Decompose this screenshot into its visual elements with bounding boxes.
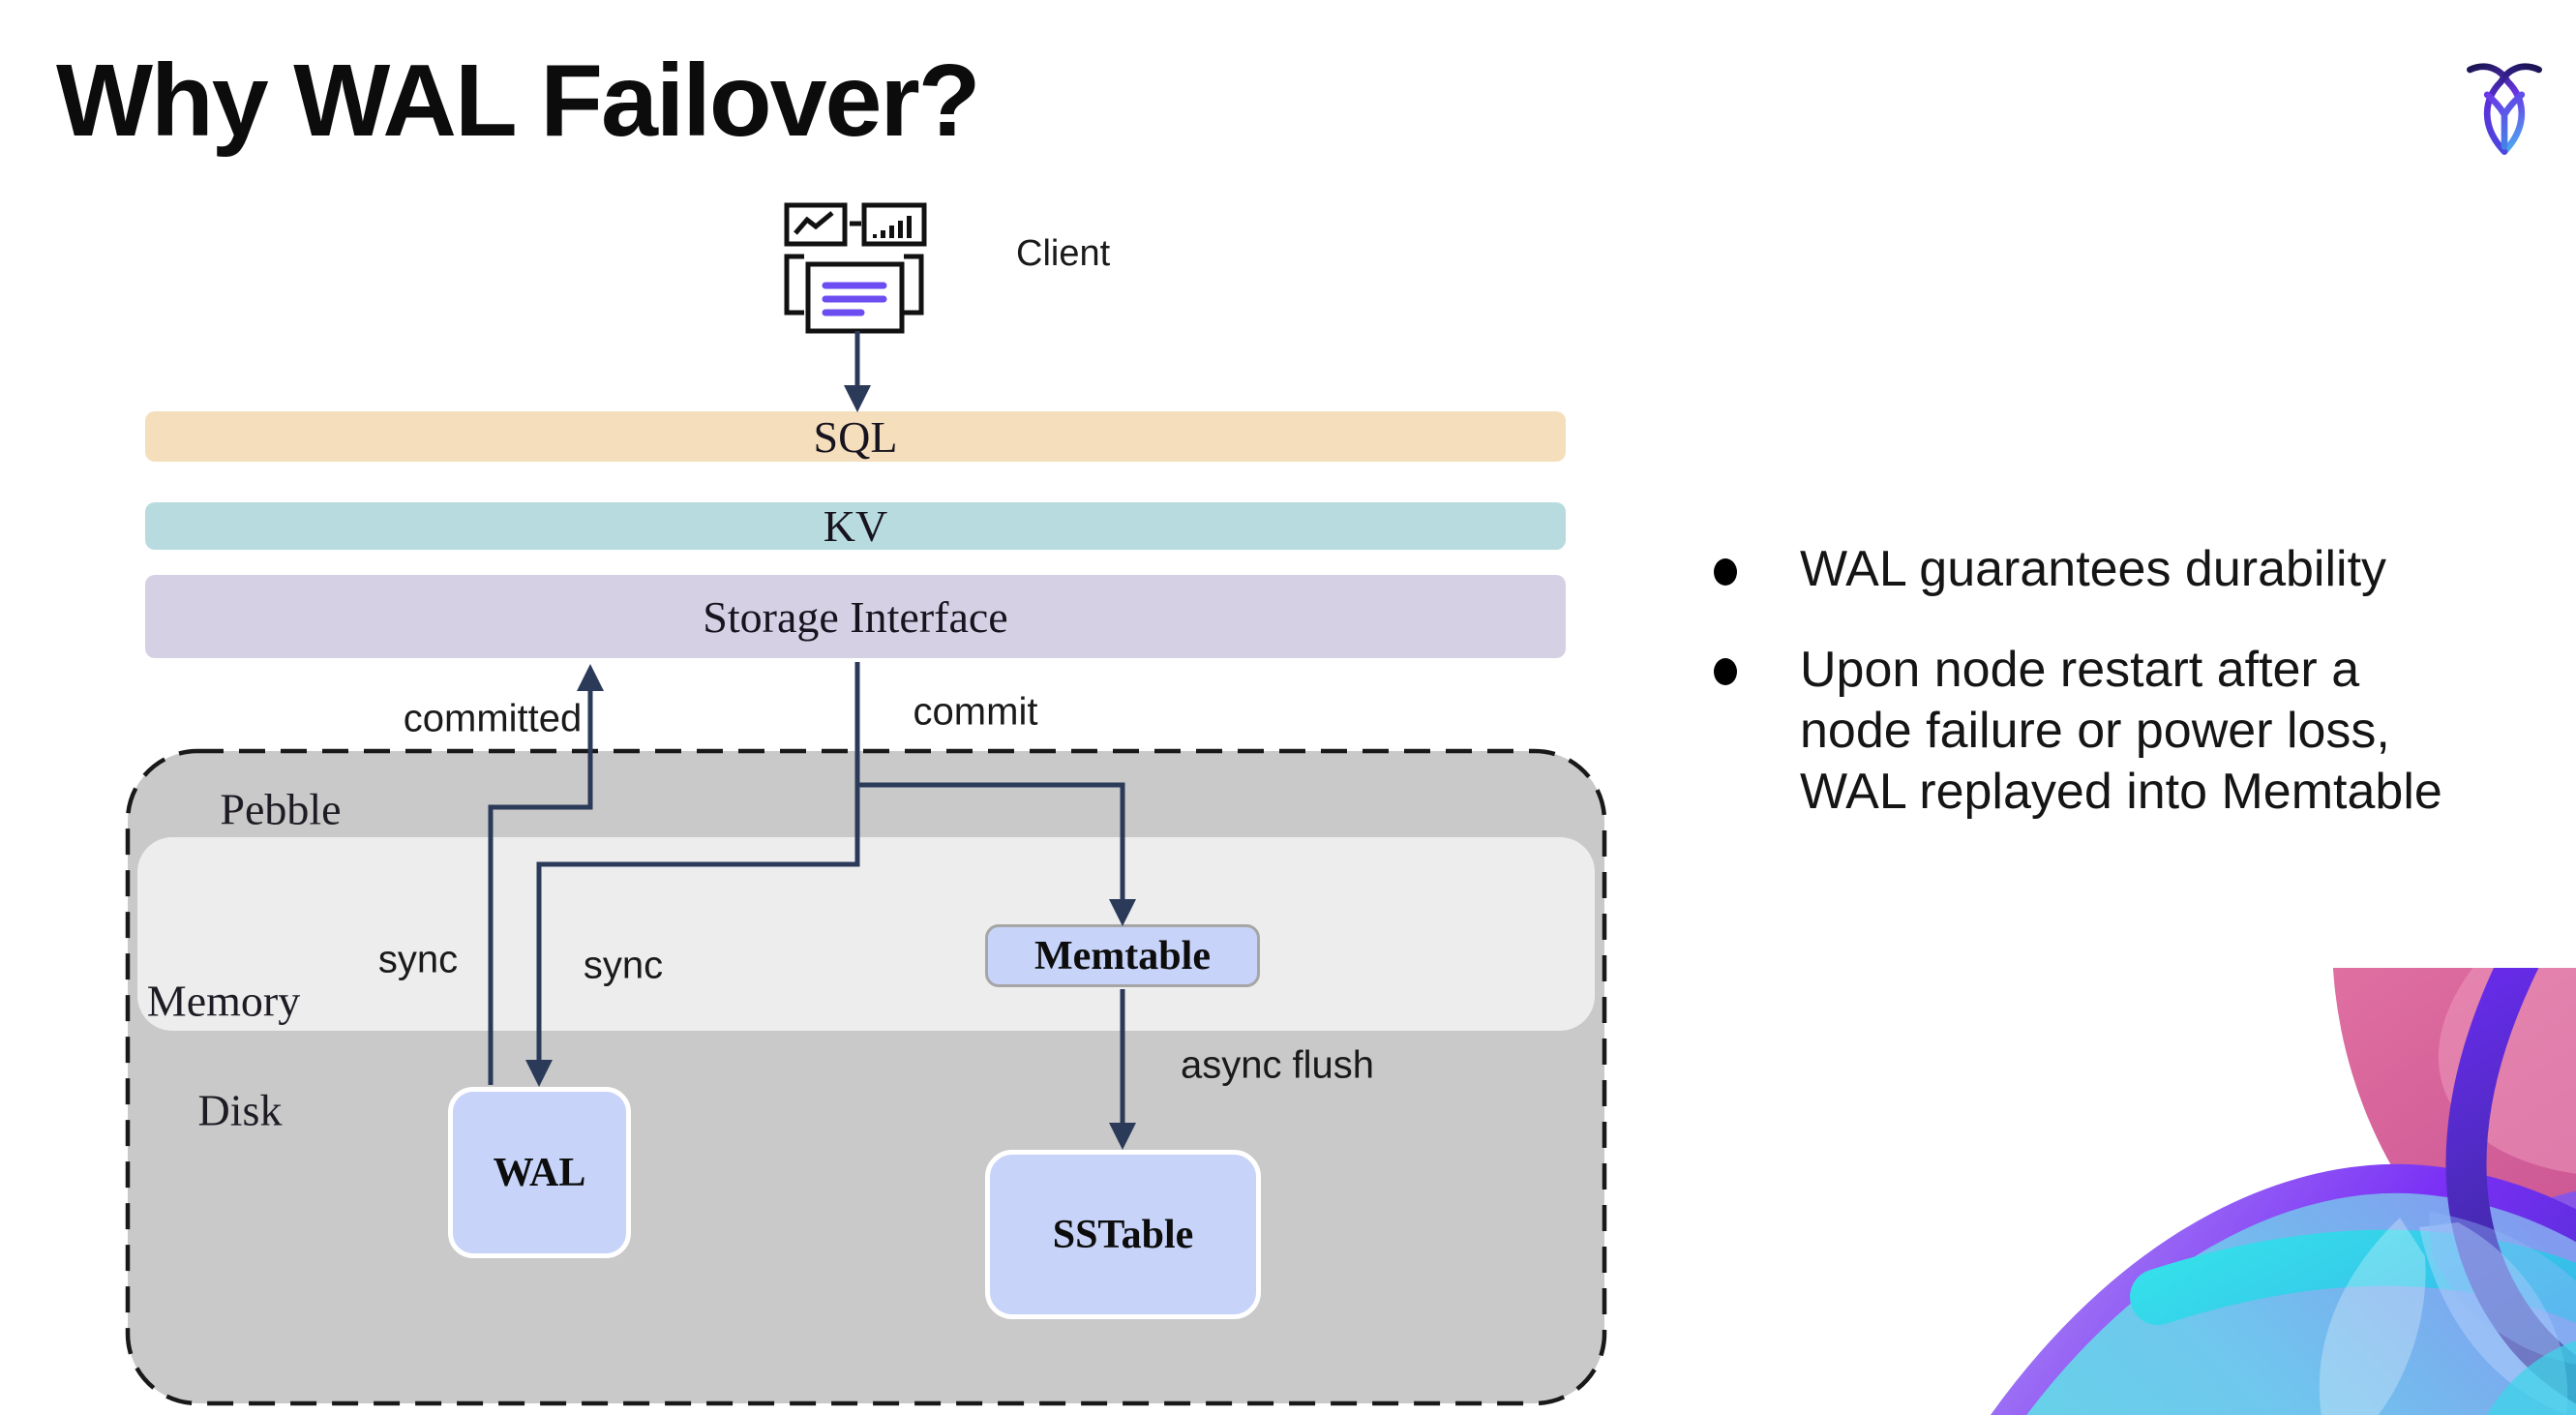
bullet-item-durability: WAL guarantees durability [1800, 541, 2387, 597]
cockroachdb-logo-icon [2467, 63, 2542, 155]
async-flush-edge-label: async flush [1180, 1043, 1375, 1087]
bullet-dot [1714, 658, 1737, 685]
memtable-label: Memtable [1034, 933, 1211, 978]
layer-sql-label: SQL [813, 411, 898, 462]
disk-label: Disk [197, 1085, 283, 1135]
layer-kv: KV [145, 501, 1566, 551]
right-bracket-glyph [904, 254, 924, 316]
sync-wal-edge-label: sync [377, 938, 459, 981]
pebble-label: Pebble [220, 784, 342, 834]
bar-chart-glyph [873, 216, 912, 238]
left-bracket-glyph [784, 254, 804, 316]
line-chart-glyph [794, 211, 834, 235]
layer-sql: SQL [145, 411, 1566, 462]
sstable-label: SSTable [1052, 1212, 1194, 1257]
sstable-node: SSTable [985, 1150, 1261, 1319]
memory-region [137, 837, 1595, 1031]
wal-label: WAL [493, 1150, 586, 1195]
decorative-corner-art [1991, 968, 2576, 1415]
layer-kv-label: KV [823, 501, 888, 551]
memory-label: Memory [146, 976, 301, 1026]
sync-commit-edge-label: sync [583, 944, 664, 987]
commit-edge-label: commit [913, 690, 1038, 734]
memtable-node: Memtable [985, 924, 1260, 987]
client-icon [784, 202, 927, 334]
layer-storage-label: Storage Interface [703, 591, 1008, 642]
layer-storage-interface: Storage Interface [145, 575, 1566, 658]
bullet-dot [1714, 558, 1737, 586]
client-label: Client [1016, 233, 1111, 274]
bullet-item-replay: Upon node restart after a node failure o… [1800, 642, 2442, 820]
page-title: Why WAL Failover? [56, 44, 980, 158]
committed-edge-label: committed [403, 697, 583, 740]
wal-node: WAL [448, 1087, 631, 1258]
